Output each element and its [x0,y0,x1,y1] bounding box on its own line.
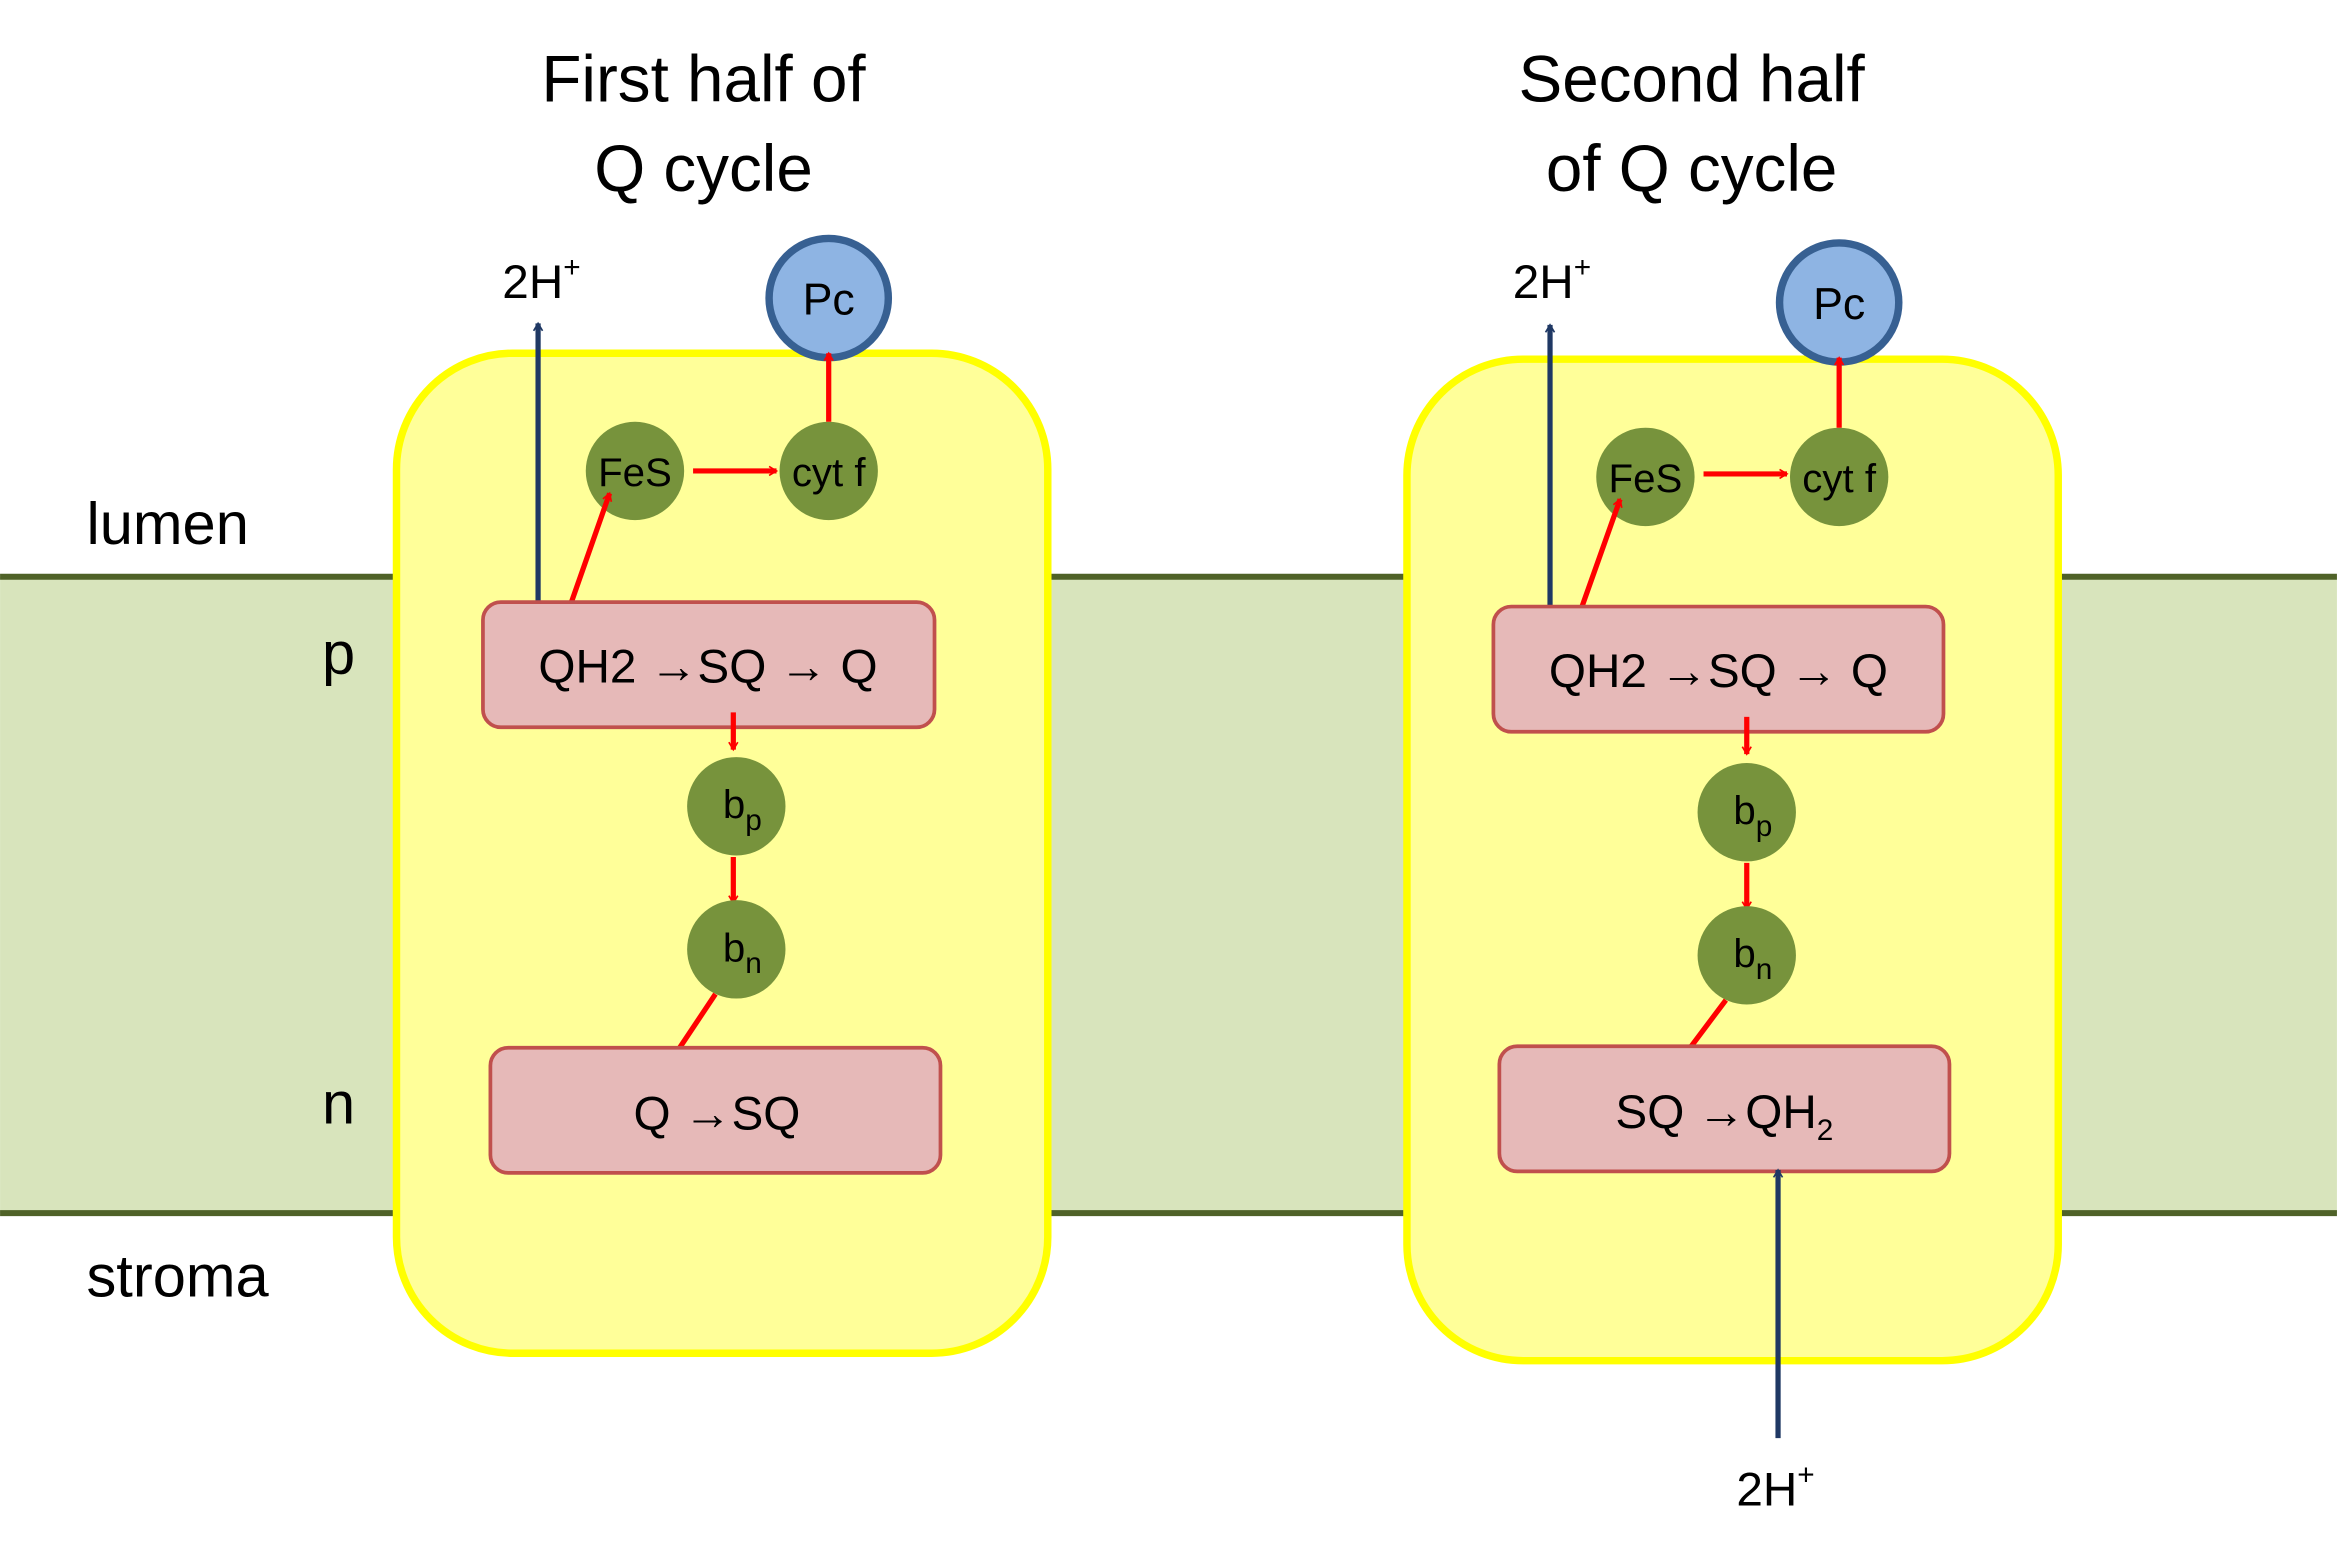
second-half-title-line1: Second half [1518,42,1865,115]
bp-label: bp [723,782,762,837]
first-half-panel: First half of Q cycle 2H+ Pc FeS cyt f Q… [392,42,1052,1357]
fes-label: FeS [598,450,672,495]
n-side-label: n [322,1070,355,1137]
first-half-title-line1: First half of [541,42,866,115]
heme-bn [687,900,786,999]
qi-reaction-label: Q →SQ [633,1088,800,1141]
cytf-label: cyt f [792,450,867,495]
heme-bp [687,757,786,856]
cytf-label: cyt f [1802,456,1877,501]
pc-label: Pc [803,275,855,324]
cytochrome-f [1789,427,1889,527]
fes-label: FeS [1609,456,1683,501]
bp-label: bp [1733,788,1772,843]
pc-label: Pc [1813,280,1865,329]
bn-label: bn [1733,931,1772,986]
heme-bp [1697,763,1796,862]
second-half-panel: Second half of Q cycle 2H+ Pc FeS cyt f … [1403,42,2062,1516]
qo-site-box [481,600,937,730]
qo-reaction-label: QH2 →SQ → Q [1549,645,1888,698]
lumen-label: lumen [87,490,249,557]
proton-label-lumen: 2H+ [1513,251,1591,309]
qo-site-box [1491,604,1946,734]
bn-label: bn [723,925,762,980]
first-half-title-line2: Q cycle [594,132,813,205]
qi-site-box [488,1045,943,1175]
stroma-label: stroma [87,1243,270,1310]
proton-label-lumen: 2H+ [502,251,580,309]
qi-reaction-label: SQ →QH2 [1615,1086,1833,1147]
proton-label-stroma: 2H+ [1736,1458,1814,1516]
p-side-label: p [322,620,355,687]
heme-bn [1697,906,1796,1005]
cytochrome-f [779,421,878,521]
cytochrome-b6f-complex [1403,355,2062,1365]
second-half-title-line2: of Q cycle [1546,132,1837,205]
qi-site-box [1497,1044,1952,1174]
qo-reaction-label: QH2 →SQ → Q [538,641,877,694]
